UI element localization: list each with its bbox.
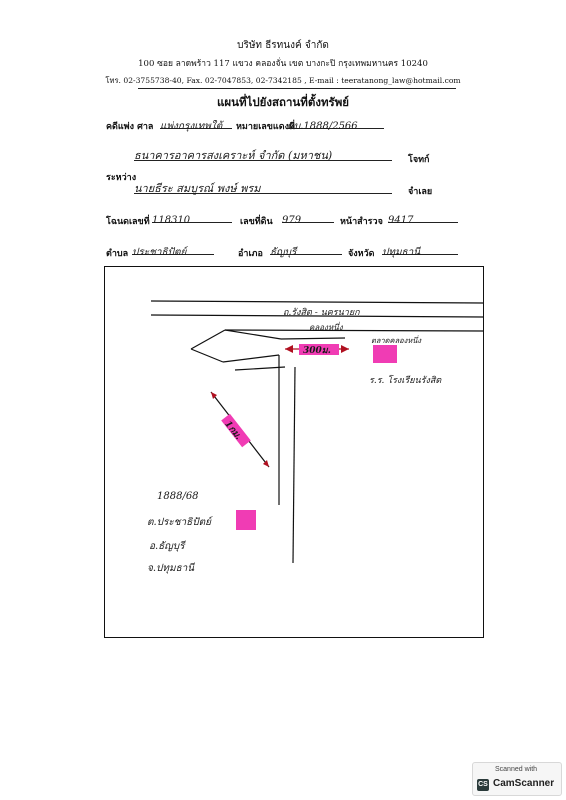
annotation-province: จ.ปทุมธานี — [147, 563, 195, 574]
land-number-line: 979 — [282, 208, 334, 226]
arrow-head-end — [263, 460, 269, 467]
company-address: 100 ซอย ลาดพร้าว 117 แขวง คลองจั่น เขต บ… — [138, 59, 428, 69]
defendant-line: นายธีระ สมบูรณ์ พงษ์ พรม — [134, 177, 392, 195]
survey-number-line: 9417 — [388, 208, 458, 226]
case-court-line: แพ่งกรุงเทพใต้ — [160, 114, 232, 132]
black-number-value: ผบ.1888/2566 — [288, 121, 358, 132]
arrow-head-start — [211, 392, 217, 399]
soi-road-edge-right — [292, 366, 296, 564]
district-value: ธัญบุรี — [270, 247, 297, 258]
plaintiff-line: ธนาคารอาคารสงเคราะห์ จำกัด (มหาชน) — [134, 144, 392, 162]
soi-entry-top — [222, 354, 280, 363]
main-road-label: ถ.รังสิต - นครนายก — [283, 308, 360, 318]
between-label: ระหว่าง — [106, 173, 137, 183]
company-contact: โทร. 02-3755738-40, Fax. 02-7047853, 02-… — [105, 76, 461, 85]
landmark-label: ตลาดคลองหนึ่ง — [371, 336, 422, 345]
camscanner-watermark: Scanned with CS CamScanner — [472, 762, 562, 796]
fork-edge-c — [224, 329, 282, 340]
plaintiff-value: ธนาคารอาคารสงเคราะห์ จำกัด (มหาชน) — [134, 149, 333, 162]
subdistrict-line: ประชาธิปัตย์ — [132, 240, 214, 258]
subdistrict-value: ประชาธิปัตย์ — [132, 247, 187, 258]
district-label: อำเภอ — [238, 249, 263, 259]
black-number-label: หมายเลขแดงที่ — [236, 122, 295, 132]
black-number-line: ผบ.1888/2566 — [288, 114, 384, 132]
map-frame: ถ.รังสิต - นครนายก คลองหนึ่ง ตลาดคลองหนึ… — [104, 266, 484, 638]
side-road-edge-bottom — [280, 337, 346, 340]
document-title: แผนที่ไปยังสถานที่ตั้งทรัพย์ — [216, 95, 350, 109]
annotation-subdistrict: ต.ประชาธิปัตย์ — [147, 517, 211, 528]
fork-edge-a — [190, 329, 226, 350]
deed-number-value: 118310 — [152, 215, 191, 226]
case-court-label: คดีแพ่ง ศาล — [106, 122, 154, 132]
side-road-label: คลองหนึ่ง — [309, 323, 343, 332]
distance-300-label: 300ม. — [303, 346, 331, 356]
defendant-value: นายธีระ สมบูรณ์ พงษ์ พรม — [134, 182, 261, 195]
province-line: ปทุมธานี — [382, 240, 458, 258]
company-name: บริษัท ธีรทนงค์ จำกัด — [237, 40, 329, 51]
camscanner-logo-icon: CS — [477, 779, 489, 791]
land-number-label: เลขที่ดิน — [240, 217, 273, 227]
subdistrict-label: ตำบล — [106, 249, 129, 259]
survey-number-label: หน้าสำรวจ — [340, 217, 383, 227]
landmark-marker — [373, 345, 397, 363]
property-marker — [236, 510, 256, 530]
scanned-with-text: Scanned with — [495, 766, 538, 773]
province-label: จังหวัด — [348, 249, 375, 259]
province-value: ปทุมธานี — [382, 247, 421, 258]
school-label: ร.ร. โรงเรียนรังสิต — [369, 376, 442, 386]
annotation-case-number: 1888/68 — [157, 491, 199, 502]
distance-300-marker — [299, 344, 339, 355]
header-divider — [138, 88, 456, 89]
camscanner-brand: CamScanner — [493, 778, 555, 789]
side-road-edge-top — [224, 329, 483, 332]
plaintiff-role: โจทก์ — [408, 155, 430, 165]
soi-entry-bottom — [234, 366, 286, 371]
survey-number-value: 9417 — [388, 215, 414, 226]
main-road-edge-bottom — [150, 314, 483, 318]
main-road-edge-top — [150, 300, 483, 304]
deed-number-line: 118310 — [152, 208, 232, 226]
defendant-role: จำเลย — [408, 187, 433, 197]
map-drawing — [150, 300, 483, 564]
fork-edge-b — [190, 348, 224, 363]
annotation-district: อ.ธัญบุรี — [149, 541, 185, 552]
land-number-value: 979 — [282, 215, 302, 226]
district-line: ธัญบุรี — [270, 240, 342, 258]
case-court-value: แพ่งกรุงเทพใต้ — [160, 121, 223, 132]
deed-number-label: โฉนดเลขที่ — [106, 217, 150, 227]
